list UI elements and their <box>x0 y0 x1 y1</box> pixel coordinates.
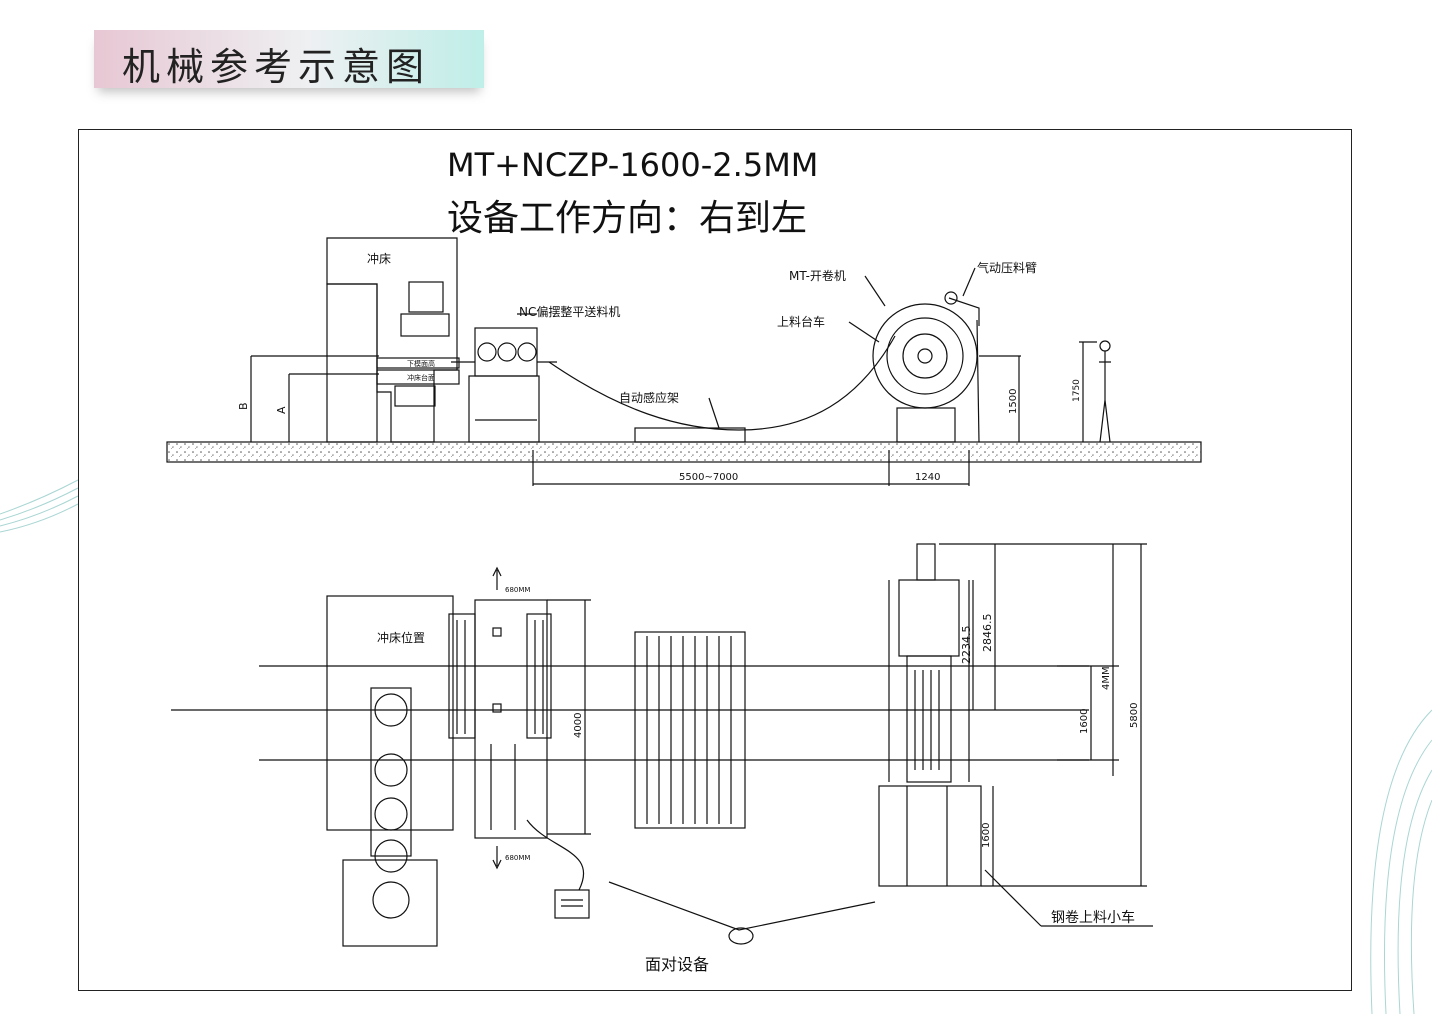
arrow-up-head <box>492 566 502 577</box>
label-press: 冲床 <box>367 251 391 266</box>
left-decoration <box>0 479 79 533</box>
uncoiler-top-shaft <box>916 543 936 581</box>
sensor-leader <box>708 397 720 429</box>
operator-figure <box>728 927 754 945</box>
right-decoration <box>1370 709 1432 1014</box>
feeder-right-rollers <box>526 613 552 739</box>
feeder-roller-1 <box>477 342 497 362</box>
page-title: 机械参考示意图 <box>122 45 431 89</box>
press-circle-2 <box>374 753 408 787</box>
uncoiler-top-motor <box>898 579 960 657</box>
press-table-plate <box>376 369 460 385</box>
label-dim-2846: 2846.5 <box>981 614 994 653</box>
feeder-roller-3 <box>517 342 537 362</box>
label-face-equipment: 面对设备 <box>645 955 709 974</box>
uncoiler-reel-mid <box>886 317 964 395</box>
uncoiler-reel-outer <box>872 303 978 409</box>
arrow-down-head <box>492 859 502 870</box>
label-press-arm: 气动压料臂 <box>977 260 1037 275</box>
label-dim-a: A <box>275 406 288 414</box>
control-pendant <box>554 889 590 919</box>
feeder-bolt-1 <box>492 627 502 637</box>
uncoiler-top-mandrel <box>906 655 952 783</box>
press-column <box>326 283 378 443</box>
cart-leader-top <box>984 869 1042 927</box>
press-lower-block <box>342 859 438 947</box>
pendant-cable <box>526 819 585 891</box>
sensor-frame-base <box>634 427 746 443</box>
feeder-base <box>468 375 540 443</box>
side-view <box>166 237 1202 486</box>
press-arm <box>948 297 980 326</box>
label-arrow-bottom: 680MM <box>505 854 530 862</box>
drawing-frame: MT+NCZP-1600-2.5MM 设备工作方向：右到左 <box>78 129 1352 991</box>
label-coil-cart: 钢卷上料小车 <box>1051 909 1135 926</box>
label-dim-1600b: 1600 <box>981 823 992 848</box>
drawing-canvas: MT+NCZP-1600-2.5MM 设备工作方向：右到左 <box>166 146 1202 974</box>
label-feeder: NC偏摆整平送料机 <box>519 304 620 319</box>
lower-mold-plate <box>376 357 460 369</box>
operator-sightlines <box>608 881 876 931</box>
press-circle-1 <box>374 693 408 727</box>
person-head <box>1099 340 1111 352</box>
label-dim-2234: 2234.5 <box>960 626 973 665</box>
press-frame <box>326 237 458 443</box>
label-lower-mold: 下模面高 <box>407 359 435 368</box>
label-dim-4000: 4000 <box>573 713 584 738</box>
direction-title: 设备工作方向：右到左 <box>447 198 807 239</box>
feeder-left-rollers <box>448 613 476 739</box>
label-span-uncoiler: 1240 <box>915 472 940 483</box>
feeder-top-body <box>474 599 548 839</box>
uncoiler-coil-lines <box>914 670 940 770</box>
label-dim-5800: 5800 <box>1129 703 1140 728</box>
person-body <box>1099 351 1111 443</box>
label-uncoiler: MT-开卷机 <box>789 268 846 283</box>
label-press-position: 冲床位置 <box>377 630 425 645</box>
label-dim-1500: 1500 <box>1008 389 1019 414</box>
sensor-frame-slats <box>646 636 732 824</box>
uncoiler-hub <box>917 348 933 364</box>
uncoiler-frame-right <box>976 319 980 443</box>
press-circle-3 <box>374 797 408 831</box>
label-loading-cart: 上料台车 <box>777 314 825 329</box>
page-title-block: 机械参考示意图 <box>94 30 484 92</box>
material-loop <box>548 335 896 431</box>
press-ram-upper <box>408 281 444 313</box>
press-ram-lower <box>400 313 450 337</box>
ground-strip <box>166 441 1202 463</box>
label-press-table: 冲床台面 <box>407 373 435 382</box>
model-title: MT+NCZP-1600-2.5MM <box>447 146 818 184</box>
press-circle-4 <box>374 839 408 873</box>
uncoiler-leader <box>864 275 886 307</box>
press-circle-5 <box>372 881 410 919</box>
label-sensor-frame: 自动感应架 <box>619 390 679 405</box>
press-arm-pivot <box>944 291 958 305</box>
cart-leader <box>848 321 880 343</box>
label-arrow-top: 680MM <box>505 586 530 594</box>
label-dim-1600a: 1600 <box>1079 709 1090 734</box>
arm-leader <box>962 267 976 297</box>
feeder-roller-2 <box>497 342 517 362</box>
label-dim-1750: 1750 <box>1072 379 1082 402</box>
sensor-frame-top <box>634 631 746 829</box>
uncoiler-stand <box>896 407 956 443</box>
title-background <box>94 30 484 88</box>
label-dim-4mm: 4MM <box>1101 666 1112 690</box>
press-die-column <box>370 687 412 857</box>
top-view <box>171 543 1153 947</box>
uncoiler-reel-inner <box>902 333 948 379</box>
label-span-distance: 5500~7000 <box>679 472 738 483</box>
feeder-head <box>474 327 538 377</box>
press-base-block <box>394 385 436 407</box>
label-dim-b: B <box>237 402 250 410</box>
feeder-bolt-2 <box>492 703 502 713</box>
coil-cart <box>878 785 982 887</box>
